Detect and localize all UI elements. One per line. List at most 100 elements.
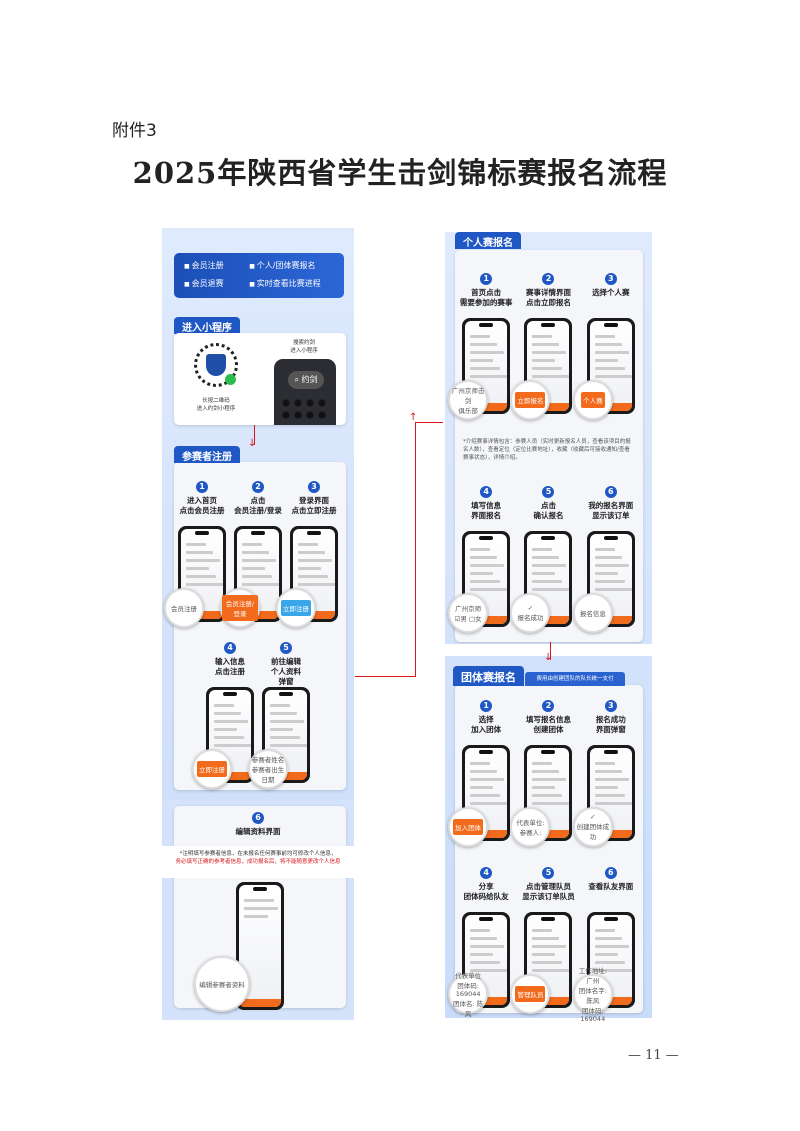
step-label: 分享 团体码给队友: [463, 882, 509, 901]
step-label: 点击管理队员 显示该订单队员: [522, 882, 575, 901]
step-label: 查看队友界面: [588, 882, 634, 891]
magnifier-callout: 参赛者姓名 参赛者出生日期: [248, 749, 288, 789]
step-number: 6: [604, 486, 617, 498]
step-number: 1: [196, 481, 208, 493]
magnifier-callout: 立即注册: [192, 749, 232, 789]
flow-connector: [550, 642, 551, 660]
flow-step: 3 报名成功 界面弹窗 ✓ 创建团体成功: [572, 700, 642, 847]
step-number: 4: [480, 867, 493, 879]
magnifier-callout: 会员注册: [164, 588, 204, 628]
phone-mockup: 参赛者姓名 参赛者出生日期: [248, 687, 310, 789]
flow-step: 4 分享 团体码给队友代表单位 团体码: 169044 团体名: 陈风: [448, 867, 517, 1018]
mini-program-card: 长按二维码 进入约剑小程序 搜索约剑 进入小程序 ⌕ 约剑: [174, 333, 346, 425]
note-warning: 务必填写正确的参考者信息，成功报名后，将不能随意更改个人信息: [175, 859, 341, 865]
step-label: 报名成功 界面弹窗: [595, 715, 626, 734]
flow-step: 3 选择个人赛个人赛: [572, 273, 642, 420]
step-label: 前往编辑 个人资料弹窗: [270, 657, 301, 686]
step-number: 6: [252, 812, 264, 824]
page-title: 2025年陕西省学生击剑锦标赛报名流程: [132, 156, 668, 190]
mini-program-tab: 进入小程序: [174, 317, 240, 334]
event-detail-note: *介绍赛事详情包含：参赛人员（实时更新报名人员，查看该项目的报名人数），查看定位…: [463, 439, 631, 461]
magnifier-callout: 管理队员: [510, 974, 551, 1014]
phone-search-mockup: ⌕ 约剑: [274, 359, 336, 425]
team-tab: 团体赛报名: [453, 666, 524, 686]
phone-mockup: 广州京师 ☑男 □女: [448, 531, 511, 633]
phone-mockup: 管理队员: [510, 912, 573, 1014]
magnifier-callout: 工作地址: 广州 团体名字: 陈风 团体码: 169044: [572, 967, 613, 1023]
search-bubble: ⌕ 约剑: [288, 371, 324, 389]
magnifier-callout: 代表单位 团体码: 169044 团体名: 陈风: [448, 972, 489, 1018]
flow-step: 3 登录界面 点击立即注册立即注册: [276, 481, 341, 628]
flow-step: 5 点击 确认报名 ✓ 报名成功: [510, 486, 580, 633]
feature-signup: 个人/团体赛报名: [249, 260, 334, 274]
participant-registration-tab: 参赛者注册: [174, 446, 240, 463]
magnifier-callout: 广州京师击剑 俱乐部: [448, 380, 489, 420]
magnifier-callout: 广州京师 ☑男 □女: [448, 593, 489, 633]
phone-mockup: ✓ 创建团体成功: [572, 745, 635, 847]
team-subtitle: 费用由创建团队的队长统一支付: [525, 672, 625, 686]
phone-mockup: 立即注册: [192, 687, 254, 789]
search-caption: 搜索约剑 进入小程序: [290, 340, 318, 354]
phone-mockup: 编辑参赛者资料: [194, 882, 284, 1012]
step-label: 进入首页 点击会员注册: [179, 496, 225, 515]
step-label: 点击 会员注册/登录: [234, 496, 282, 515]
flow-step: 1 进入首页 点击会员注册会员注册: [164, 481, 229, 628]
note-line: *注明填写参赛者信息，在未报名任何赛事前均可修改个人信息，: [179, 851, 337, 857]
individual-tab: 个人赛报名: [455, 232, 521, 249]
phone-mockup: 个人赛: [572, 318, 635, 420]
step-number: 2: [542, 273, 555, 285]
phone-mockup: 加入团体: [448, 745, 511, 847]
phone-mockup: 会员注册: [164, 526, 226, 628]
feature-member-register: 会员注册: [184, 260, 249, 274]
step-number: 3: [308, 481, 320, 493]
phone-mockup: 立即报名: [510, 318, 573, 420]
step-number: 3: [604, 273, 617, 285]
arrow-down-icon: ↓: [544, 652, 553, 663]
step-number: 4: [223, 642, 236, 654]
step-number: 5: [542, 486, 555, 498]
step-label: 点击 确认报名: [533, 501, 564, 520]
flow-step: 2 赛事详情界面 点击立即报名立即报名: [510, 273, 580, 420]
magnifier-callout: 加入团体: [448, 807, 489, 847]
step-label: 首页点击 需要参加的赛事: [459, 288, 513, 307]
phone-mockup: 报名信息: [572, 531, 635, 633]
participant-registration-card: [174, 462, 346, 790]
magnifier-callout: 报名信息: [572, 593, 613, 633]
phone-mockup: 工作地址: 广州 团体名字: 陈风 团体码: 169044: [572, 912, 635, 1023]
step-number: 5: [279, 642, 292, 654]
phone-mockup: 代表单位: 参赛人:: [510, 745, 573, 847]
individual-and-team-panel: 个人赛报名 1 首页点击 需要参加的赛事广州京师击剑 俱乐部 2 赛事详情界面 点击立…: [445, 232, 652, 1023]
magnifier-callout: ✓ 创建团体成功: [572, 807, 613, 847]
magnifier-callout: 立即注册: [276, 588, 316, 628]
flow-step: 2 点击 会员注册/登录会员注册/登录: [220, 481, 285, 628]
phone-mockup: 立即注册: [276, 526, 338, 628]
registration-flow-panel: 会员注册 个人/团体赛报名 会员退赛 实时查看比赛进程 进入小程序 长按二维码 …: [162, 228, 354, 1020]
magnifier-callout: 立即报名: [510, 380, 551, 420]
step-number: 3: [604, 700, 617, 712]
phone-mockup: ✓ 报名成功: [510, 531, 573, 633]
step-label: 填写信息 界面报名: [471, 501, 502, 520]
phone-mockup: 会员注册/登录: [220, 526, 282, 628]
step-number: 2: [252, 481, 264, 493]
step-label: 赛事详情界面 点击立即报名: [525, 288, 571, 307]
step-label: 选择个人赛: [592, 288, 630, 297]
magnifier-callout: ✓ 报名成功: [510, 593, 551, 633]
step-label: 登录界面 点击立即注册: [291, 496, 337, 515]
step-label: 编辑资料界面: [235, 827, 281, 836]
step-number: 1: [480, 273, 493, 285]
flow-connector: [415, 422, 416, 677]
qr-caption: 长按二维码 进入约剑小程序: [196, 398, 236, 412]
magnifier-callout: 编辑参赛者资料: [194, 956, 250, 1012]
page-number: — 11 —: [628, 1048, 679, 1063]
search-text: 约剑: [301, 375, 318, 384]
step-number: 2: [542, 700, 555, 712]
flow-step: 5 前往编辑 个人资料弹窗参赛者姓名 参赛者出生日期: [248, 642, 310, 789]
flow-connector: [254, 425, 255, 445]
step-number: 5: [542, 867, 555, 879]
